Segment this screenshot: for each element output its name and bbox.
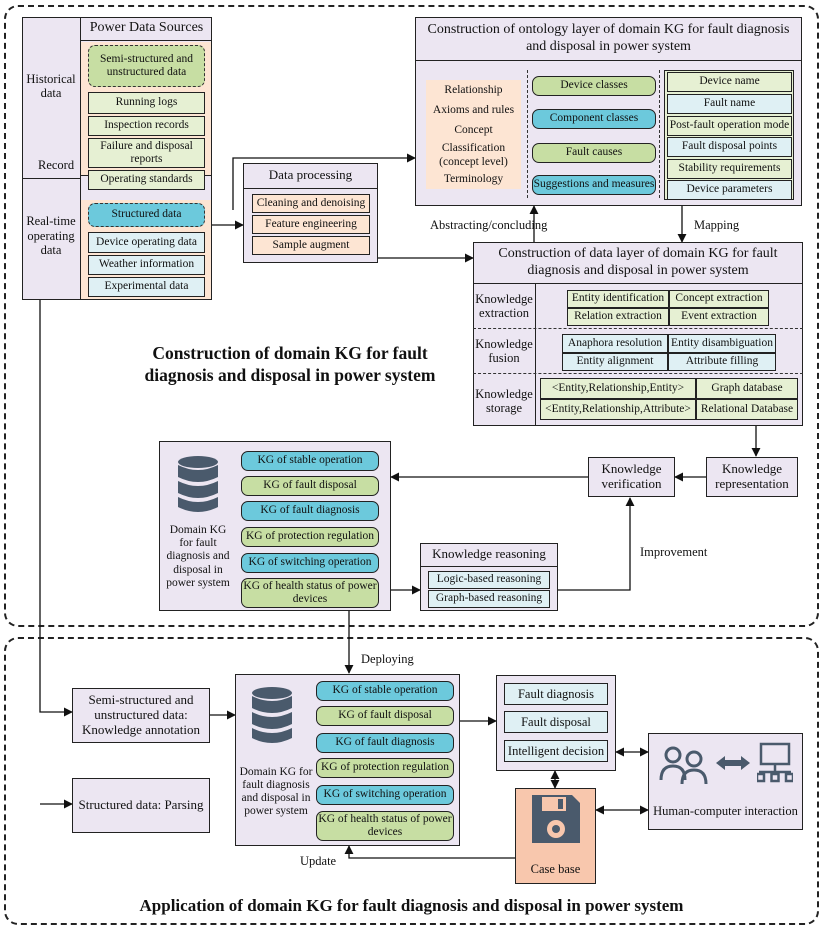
floppy-disk-icon xyxy=(532,795,580,843)
data-layer-col-divider xyxy=(535,284,536,426)
data-processing-item: Feature engineering xyxy=(252,215,370,234)
power-data-sources-title: Power Data Sources xyxy=(80,17,212,41)
ontology-mid-item: Device classes xyxy=(532,76,656,96)
knowledge-annotation-box: Semi-structured and unstructured data: K… xyxy=(72,688,210,743)
ontology-mid-panel xyxy=(527,70,660,198)
storage-item: Graph database xyxy=(696,378,798,399)
structured-item: Device operating data xyxy=(88,232,205,253)
construction-region xyxy=(4,5,819,627)
knowledge-extraction-label: Knowledge extraction xyxy=(475,291,533,320)
kg-item: KG of switching operation xyxy=(316,785,454,805)
ontology-right-item: Fault disposal points xyxy=(667,137,792,157)
extraction-item: Concept extraction xyxy=(669,290,769,308)
deploying-label: Deploying xyxy=(361,652,414,666)
ontology-mid-item: Fault causes xyxy=(532,143,656,163)
knowledge-verification: Knowledge verification xyxy=(588,457,675,497)
data-layer-row-divider-2 xyxy=(473,373,803,374)
structured-item: Weather information xyxy=(88,255,205,275)
ontology-right-item: Post-fault operation mode xyxy=(667,116,792,136)
semi-structured-item: Inspection records xyxy=(88,116,205,136)
realtime-data-label: Real-time operating data xyxy=(26,214,76,258)
semi-structured-item: Operating standards xyxy=(88,170,205,190)
storage-item: Relational Database xyxy=(696,399,798,420)
ontology-left-item: Terminology xyxy=(426,170,521,189)
kg-item: KG of health status of power devices xyxy=(241,578,379,608)
knowledge-reasoning-title: Knowledge reasoning xyxy=(420,543,558,567)
data-processing-item: Cleaning and denoising xyxy=(252,194,370,213)
construction-title: Construction of domain KG for fault diag… xyxy=(144,343,436,385)
application-item: Intelligent decision xyxy=(504,740,608,762)
knowledge-representation: Knowledge representation xyxy=(706,457,798,497)
source-col-divider xyxy=(80,17,81,300)
ontology-title: Construction of ontology layer of domain… xyxy=(415,17,802,61)
application-title: Application of domain KG for fault diagn… xyxy=(139,896,684,916)
computer-network-icon xyxy=(757,742,793,783)
extraction-item: Event extraction xyxy=(669,308,769,326)
application-item: Fault disposal xyxy=(504,711,608,733)
fusion-item: Anaphora resolution xyxy=(562,334,668,353)
mapping-label: Mapping xyxy=(694,218,740,232)
historical-data-label: Historical data xyxy=(26,71,76,100)
semi-structured-item: Failure and disposal reports xyxy=(88,138,205,168)
abstracting-label: Abstracting/concluding xyxy=(430,218,548,232)
ontology-left-item: Relationship xyxy=(426,80,521,101)
structured-header: Structured data xyxy=(88,203,205,227)
kg-item: KG of fault diagnosis xyxy=(241,501,379,521)
record-label: Record xyxy=(36,158,77,173)
kg-item: KG of stable operation xyxy=(316,681,454,701)
improvement-label: Improvement xyxy=(640,545,708,559)
update-label: Update xyxy=(300,854,337,868)
hci-label: Human-computer interaction xyxy=(653,803,798,818)
application-item: Fault diagnosis xyxy=(504,683,608,705)
reasoning-item: Graph-based reasoning xyxy=(428,590,550,608)
kg-item: KG of fault disposal xyxy=(316,706,454,726)
kg-item: KG of protection regulation xyxy=(241,527,379,547)
ontology-right-item: Device parameters xyxy=(667,180,792,200)
case-base-label: Case base xyxy=(530,861,581,876)
kg-item: KG of protection regulation xyxy=(316,758,454,778)
application-region xyxy=(4,637,819,925)
kg-item: KG of health status of power devices xyxy=(316,811,454,841)
storage-item: <Entity,Relationship,Entity> xyxy=(540,378,696,399)
users-icon xyxy=(659,746,708,785)
kg-item: KG of fault disposal xyxy=(241,476,379,496)
kg-item: KG of switching operation xyxy=(241,553,379,573)
ontology-left-item: Axioms and rules xyxy=(426,101,521,121)
ontology-right-item: Fault name xyxy=(667,94,792,114)
semi-structured-item: Running logs xyxy=(88,92,205,114)
ontology-right-item: Stability requirements xyxy=(667,159,792,179)
domain-kg-label: Domain KG for fault diagnosis and dispos… xyxy=(166,523,230,589)
ontology-left-item: Classification (concept level) xyxy=(426,141,521,170)
fusion-item: Attribute filling xyxy=(668,352,776,371)
extraction-item: Relation extraction xyxy=(567,308,669,326)
knowledge-storage-label: Knowledge storage xyxy=(475,386,533,415)
storage-item: <Entity,Relationship,Attribute> xyxy=(540,399,696,420)
data-layer-title: Construction of data layer of domain KG … xyxy=(473,242,803,284)
domain-kg-label-2: Domain KG for fault diagnosis and dispos… xyxy=(239,765,313,818)
structured-item: Experimental data xyxy=(88,277,205,297)
data-processing-title: Data processing xyxy=(243,163,378,189)
kg-item: KG of stable operation xyxy=(241,451,379,471)
source-divider xyxy=(22,178,80,179)
database-icon-2 xyxy=(252,687,292,743)
semi-structured-header: Semi-structured and unstructured data xyxy=(88,45,205,87)
double-arrow-icon xyxy=(716,756,750,770)
ontology-mid-item: Suggestions and measures xyxy=(532,175,656,195)
kg-item: KG of fault diagnosis xyxy=(316,733,454,753)
fusion-item: Entity alignment xyxy=(562,352,668,371)
fusion-item: Entity disambiguation xyxy=(668,334,776,353)
database-icon xyxy=(178,456,218,512)
extraction-item: Entity identification xyxy=(567,290,669,308)
ontology-right-item: Device name xyxy=(667,72,792,92)
ontology-left-item: Concept xyxy=(426,121,521,141)
parsing-box: Structured data: Parsing xyxy=(72,778,210,833)
data-layer-row-divider-1 xyxy=(473,328,803,329)
ontology-mid-item: Component classes xyxy=(532,109,656,129)
reasoning-item: Logic-based reasoning xyxy=(428,571,550,589)
knowledge-fusion-label: Knowledge fusion xyxy=(475,336,533,365)
data-processing-item: Sample augment xyxy=(252,236,370,255)
